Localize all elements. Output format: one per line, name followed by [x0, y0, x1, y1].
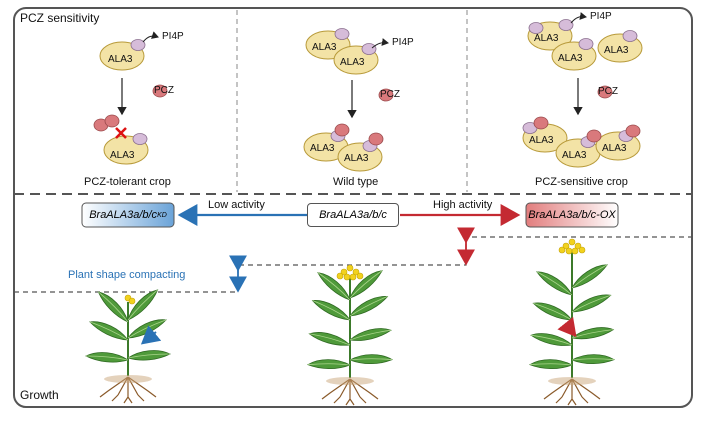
pcz-molecule — [625, 124, 641, 138]
pi4p-lipid — [558, 19, 574, 31]
pi4p-lipid — [622, 30, 638, 42]
plant-compact — [85, 286, 171, 404]
ala3-label: ALA3 — [108, 54, 133, 65]
gene-center-text: BraALA3a/b/c — [319, 209, 387, 221]
ala3-label: ALA3 — [534, 33, 559, 44]
low-activity-label: Low activity — [208, 199, 265, 211]
panel-caption-wildtype: Wild type — [333, 176, 379, 188]
section-title-bottom: Growth — [20, 388, 59, 402]
ala3-label: ALA3 — [602, 143, 627, 154]
pcz-molecule — [533, 116, 549, 130]
pi4p-label: PI4P — [162, 31, 184, 42]
pcz-label: PCZ — [598, 86, 618, 97]
gene-ox-text: BraALA3a/b/c-OX — [528, 209, 616, 221]
pi4p-lipid — [334, 28, 350, 40]
pi4p-lipid — [361, 43, 377, 55]
pi4p-lipid — [578, 38, 594, 50]
gene-box-ox — [525, 202, 619, 228]
gene-center-box: BraALA3a/b/c — [307, 203, 399, 227]
pcz-label: PCZ — [154, 85, 174, 96]
pcz-molecule — [334, 123, 350, 137]
outer-frame — [13, 7, 693, 408]
pcz-molecule — [586, 129, 602, 143]
ala3-label: ALA3 — [110, 150, 135, 161]
panel-caption-tolerant: PCZ-tolerant crop — [84, 176, 171, 188]
pi4p-label: PI4P — [590, 11, 612, 22]
plant-tall — [529, 238, 615, 406]
gene-ox-label: BraALA3a/b/c-OX — [526, 203, 618, 227]
gene-kd-sup: KD — [157, 211, 167, 219]
ala3-label: ALA3 — [604, 45, 629, 56]
pi4p-lipid — [132, 133, 148, 145]
pi4p-lipid — [130, 39, 146, 51]
ala3-label: ALA3 — [558, 53, 583, 64]
panel-caption-sensitive: PCZ-sensitive crop — [535, 176, 628, 188]
ala3-label: ALA3 — [529, 135, 554, 146]
panel-sensitive-diagram — [522, 12, 643, 168]
pi4p-lipid — [528, 22, 544, 34]
high-activity-label: High activity — [433, 199, 493, 211]
ala3-label: ALA3 — [340, 57, 365, 68]
gene-kd-text: BraALA3a/b/c — [89, 209, 158, 221]
panel-wildtype-diagram — [303, 28, 394, 172]
plant-wildtype — [307, 264, 393, 406]
ala3-label: ALA3 — [312, 42, 337, 53]
block-cross-icon — [115, 127, 127, 139]
height-step-line — [14, 236, 692, 293]
pi4p-label: PI4P — [392, 37, 414, 48]
compact-annotation: Plant shape compacting — [68, 269, 186, 281]
pcz-molecule — [104, 114, 120, 128]
leaf-angle-arrow — [557, 316, 577, 338]
leaf-angle-arrow — [140, 325, 162, 345]
ala3-label: ALA3 — [310, 143, 335, 154]
pcz-label: PCZ — [380, 89, 400, 100]
pcz-molecule — [368, 132, 384, 146]
ala3-label: ALA3 — [562, 150, 587, 161]
section-title-top: PCZ sensitivity — [20, 11, 100, 25]
gene-box-kd — [81, 202, 175, 228]
panel-tolerant-diagram — [93, 31, 168, 165]
ala3-label: ALA3 — [344, 153, 369, 164]
